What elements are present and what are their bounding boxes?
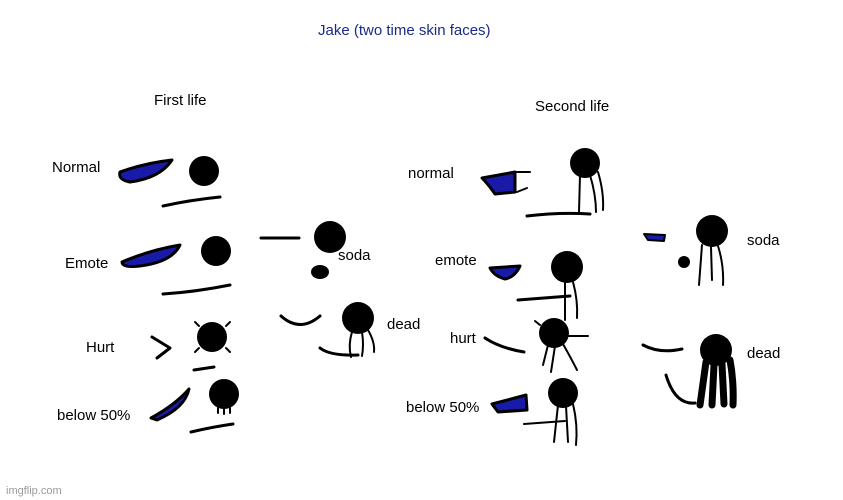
second-hurt-head (539, 318, 569, 348)
first-emote-label: Emote (65, 255, 109, 272)
first-emote-face (120, 236, 232, 296)
second-soda-head (696, 215, 728, 247)
first-dead-eye (279, 314, 322, 326)
second-soda-eye (643, 233, 666, 242)
second-soda-bubble (678, 256, 690, 268)
second-emote-eye (488, 264, 522, 281)
first-emote-mouth (161, 283, 232, 296)
first-dead-label: dead (387, 316, 421, 333)
first-below50-face (149, 379, 239, 434)
first-normal-head (189, 156, 219, 186)
first-emote-head (201, 236, 231, 266)
second-normal-mouth (525, 211, 592, 218)
second-emote-tendrils (564, 281, 579, 321)
first-hurt-eye (150, 335, 172, 360)
second-hurt-tendrils (542, 343, 578, 373)
second-below50-tendrils (553, 403, 578, 446)
first-emote-eye (120, 243, 182, 268)
second-emote-mouth (516, 294, 572, 302)
first-soda-bubble (311, 265, 329, 279)
first-normal-face (118, 156, 222, 208)
page-title: Jake (two time skin faces) (318, 22, 491, 39)
second-normal-tendrils (578, 171, 605, 213)
second-below50-face (490, 378, 578, 446)
second-hurt-spikes (534, 320, 589, 337)
second-soda-label: soda (747, 232, 780, 249)
second-below50-eye (490, 393, 529, 414)
second-normal-eye-lid (516, 171, 531, 193)
second-soda-face (643, 215, 728, 286)
second-dead-tendrils (696, 356, 737, 409)
first-dead-head (342, 302, 374, 334)
second-dead-label: dead (747, 345, 781, 362)
first-soda-label: soda (338, 247, 371, 264)
first-below50-mouth (189, 422, 235, 434)
first-hurt-head (197, 322, 227, 352)
first-hurt-head-spikes (194, 321, 231, 353)
second-normal-head (570, 148, 600, 178)
first-below50-eye (149, 387, 191, 422)
second-dead-face (641, 334, 737, 409)
first-below50-drips (217, 404, 231, 415)
second-hurt-face (483, 318, 589, 373)
second-life-heading: Second life (535, 98, 610, 115)
first-hurt-label: Hurt (86, 339, 115, 356)
second-normal-eye (480, 170, 517, 196)
first-dead-mouth (318, 346, 360, 357)
watermark: imgflip.com (6, 485, 62, 497)
first-below50-head (209, 379, 239, 409)
second-soda-tendrils (698, 244, 725, 286)
second-below50-head (548, 378, 578, 408)
second-hurt-label: hurt (450, 330, 476, 347)
first-dead-face (279, 302, 376, 358)
first-life-heading: First life (154, 92, 207, 109)
second-emote-face (488, 251, 583, 321)
first-hurt-mouth (192, 365, 216, 372)
first-soda-head (314, 221, 346, 253)
second-dead-tail (664, 373, 697, 405)
first-dead-tendrils (348, 329, 376, 358)
first-normal-label: Normal (52, 159, 101, 176)
second-emote-head (551, 251, 583, 283)
second-normal-face (480, 148, 605, 218)
first-below50-label: below 50% (57, 407, 131, 424)
first-hurt-face (150, 321, 231, 372)
second-hurt-eye (483, 336, 526, 354)
first-normal-mouth (161, 195, 222, 208)
first-normal-eye (118, 158, 174, 184)
second-below50-label: below 50% (406, 399, 480, 416)
second-dead-head (700, 334, 732, 366)
first-soda-face (259, 221, 346, 279)
second-below50-mouth (523, 420, 566, 425)
second-emote-label: emote (435, 252, 477, 269)
second-normal-label: normal (408, 165, 454, 182)
second-dead-eye (641, 343, 684, 353)
